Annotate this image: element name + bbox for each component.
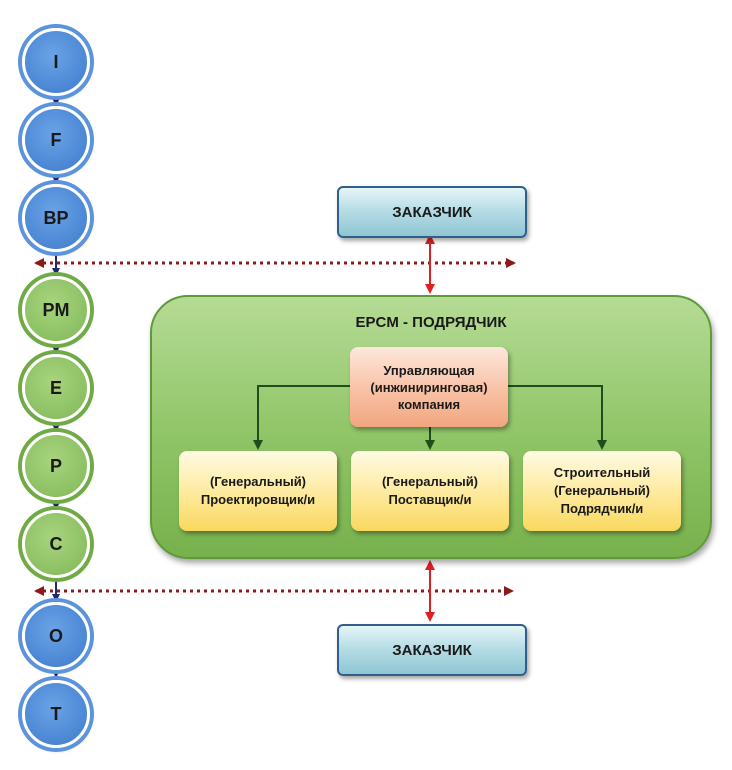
phase-circle-f: F: [22, 106, 90, 174]
phase-circle-pm: PM: [22, 276, 90, 344]
phase-circle-i: I: [22, 28, 90, 96]
phase-circle-c: C: [22, 510, 90, 578]
management-company-box: Управляющая (инжиниринговая) компания: [350, 347, 508, 427]
phase-circle-bp: BP: [22, 184, 90, 252]
phase-circle-t: T: [22, 680, 90, 748]
phase-circle-e: E: [22, 354, 90, 422]
customer-box-bottom: ЗАКАЗЧИК: [337, 624, 527, 676]
phase-circle-p: P: [22, 432, 90, 500]
customer-label: ЗАКАЗЧИК: [392, 641, 472, 659]
epcm-title: EPCM - ПОДРЯДЧИК: [355, 314, 507, 331]
builder-box: Строительный (Генеральный) Подрядчик/и: [523, 451, 681, 531]
customer-box-top: ЗАКАЗЧИК: [337, 186, 527, 238]
customer-label: ЗАКАЗЧИК: [392, 203, 472, 221]
designer-box: (Генеральный) Проектировщик/и: [179, 451, 337, 531]
supplier-box: (Генеральный) Поставщик/и: [351, 451, 509, 531]
phase-circle-o: O: [22, 602, 90, 670]
